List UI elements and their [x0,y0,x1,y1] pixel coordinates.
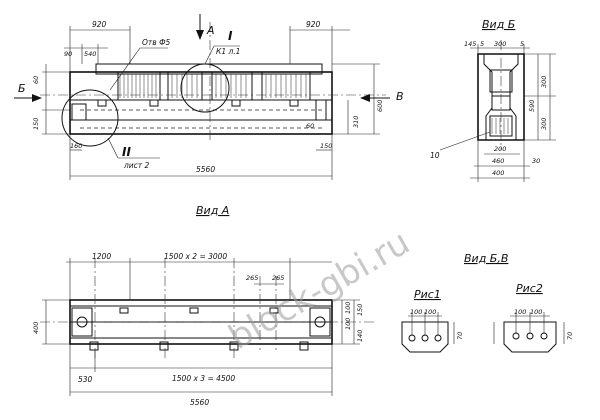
dim-300c: 300 [540,118,548,130]
sheet-2-label: лист 2 [123,161,150,170]
figure-2: Рис2 100 100 70 [493,282,574,353]
dim-920-right: 920 [306,20,321,29]
dim-600: 600 [376,100,384,112]
detail-circle-1 [180,63,230,113]
dim-top-spans: 1500 х 2 = 3000 [164,252,227,261]
letter-a-label: А [206,24,215,37]
fig2-title: Рис2 [516,282,543,295]
view-bv-title: Вид Б,В [464,252,508,265]
dim-460: 460 [492,157,504,165]
letter-v-label: В [396,90,404,103]
dim-60: 60 [32,76,40,84]
hole-note: Отв Ф5 [142,38,171,47]
dim-r140: 140 [356,330,364,342]
fig2-dim-100a: 100 [514,308,526,316]
dim-540: 540 [84,50,96,58]
pos-10-label: 10 [430,151,440,160]
dim-300a: 300 [494,40,506,48]
dim-160: 160 [70,142,82,150]
dim-60-right: 60 [306,122,314,130]
dim-300b: 300 [540,76,548,88]
dim-r100a: 100 [344,302,352,314]
dim-310: 310 [352,116,360,128]
dim-5560-top: 5560 [196,165,215,174]
view-a: Вид А [32,204,376,407]
detail-circle-2 [61,89,119,147]
dim-30: 30 [532,157,540,165]
fig2-dim-100b: 100 [530,308,542,316]
dim-5a: 5 [480,40,484,48]
dim-5b: 5 [520,40,524,48]
dim-150-left: 150 [32,118,40,130]
roman-1-label: I [228,29,233,43]
dim-r150: 150 [356,304,364,316]
dim-150-right: 150 [320,142,332,150]
fig1-dim-70: 70 [456,332,464,340]
dim-145: 145 [464,40,476,48]
letter-b-label: Б [18,82,26,95]
watermark: block-gbi.ru [222,222,416,357]
dim-590: 590 [528,100,536,112]
dim-920-left: 920 [92,20,107,29]
dim-400: 400 [492,169,504,177]
fig1-title: Рис1 [414,288,441,301]
fig1-dim-100a: 100 [410,308,422,316]
fig2-dim-70: 70 [566,332,574,340]
figure-1: Рис1 100 100 70 [401,288,464,353]
dim-90: 90 [64,50,72,58]
dim-bottom-spans: 1500 х 3 = 4500 [172,374,235,383]
fig1-dim-100b: 100 [424,308,436,316]
dim-530: 530 [78,375,93,384]
main-elevation: А Б В I II Отв Ф5 К1 л.1 лист 2 920 920 … [14,14,404,180]
dim-265b: 265 [272,274,284,282]
dim-r100b: 100 [344,318,352,330]
dim-1200: 1200 [92,252,111,261]
dim-400-height: 400 [32,322,40,334]
view-b: Вид Б 145 5 300 5 300 300 590 20 [430,18,556,182]
hatch-blocks [117,71,311,101]
view-a-title: Вид А [196,204,229,217]
dim-200: 200 [494,145,506,153]
sheet-ref: К1 л.1 [216,47,240,56]
view-bv: Вид Б,В Рис1 100 100 70 Рис2 [401,252,574,353]
dim-5560-bottom: 5560 [190,398,209,407]
roman-2-label: II [122,145,131,159]
view-b-title: Вид Б [482,18,515,31]
dim-265a: 265 [246,274,258,282]
